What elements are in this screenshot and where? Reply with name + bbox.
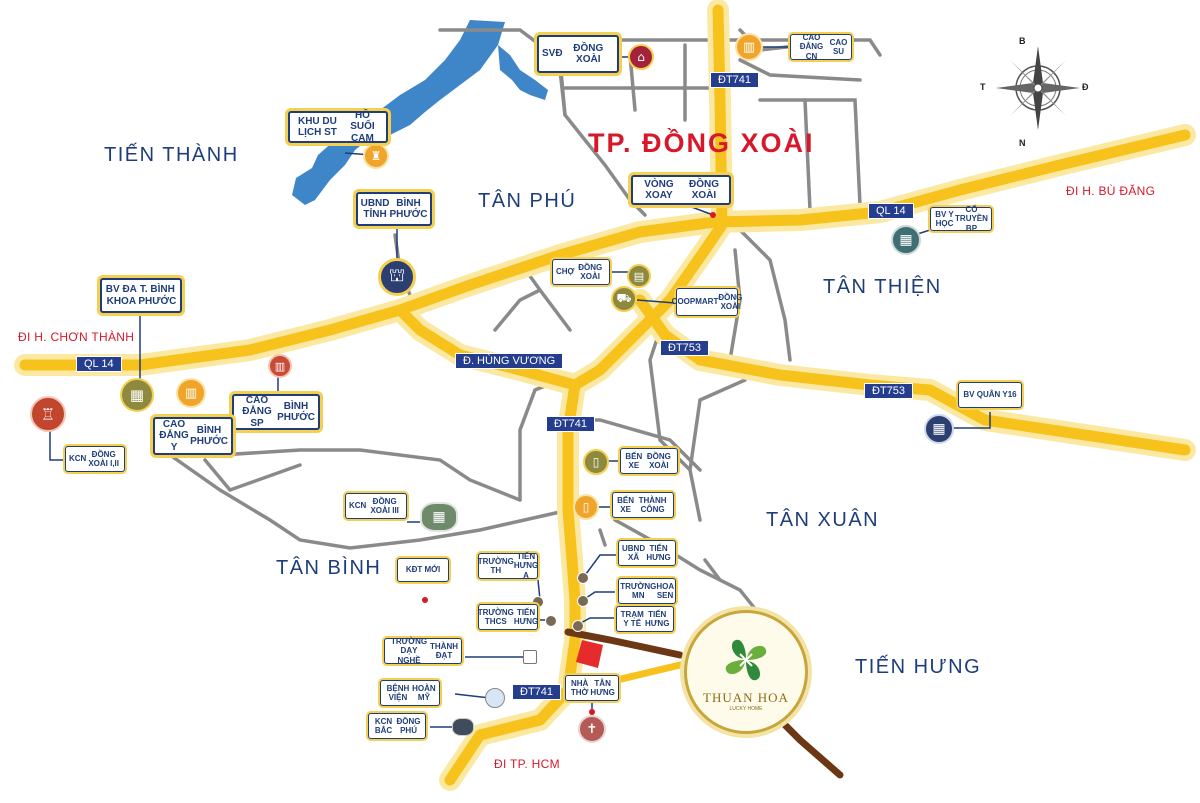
- direction-chon-thanh: ĐI H. CHƠN THÀNH: [18, 330, 135, 344]
- school-icon: ▥: [176, 378, 206, 408]
- school-icon: ▥: [268, 354, 292, 378]
- compass-east: Đ: [1082, 82, 1089, 92]
- clover-icon: [725, 639, 767, 681]
- compass-north: B: [1019, 36, 1026, 46]
- road-label-dt741-south: ĐT741: [512, 684, 562, 700]
- tourism-icon: ♜: [363, 143, 389, 169]
- hospital-icon: ▦: [924, 414, 954, 444]
- government-icon: ⛫: [378, 258, 416, 296]
- area-tan-phu: TÂN PHÚ: [478, 190, 577, 212]
- vong-xoay-dot: [710, 212, 716, 218]
- road-label-hung-vuong: Đ. HÙNG VƯƠNG: [455, 353, 564, 369]
- nha-tho-dot: [589, 709, 595, 715]
- school-marker-icon: [523, 650, 537, 664]
- school-marker-icon: [577, 595, 589, 607]
- logo-sub: LUCKY HOME: [729, 706, 763, 712]
- hospital-icon: ▦: [120, 378, 154, 412]
- compass-south: N: [1019, 138, 1026, 148]
- school-marker-icon: [545, 615, 557, 627]
- main-roads: [19, 4, 1191, 786]
- lake-water: [292, 20, 548, 205]
- shopping-cart-icon: ⛟: [611, 286, 637, 312]
- city-name: TP. ĐỒNG XOÀI: [588, 128, 815, 158]
- area-tan-thien: TÂN THIỆN: [823, 276, 942, 298]
- logo-name: THUAN HOA: [703, 690, 789, 705]
- area-tan-xuan: TÂN XUÂN: [766, 509, 880, 531]
- road-label-dt753-west: ĐT753: [660, 340, 710, 356]
- poi-kdt-moi: KĐT MỚI: [397, 558, 449, 582]
- area-tien-thanh: TIẾN THÀNH: [104, 144, 239, 166]
- project-logo: THUAN HOA LUCKY HOME: [684, 610, 808, 734]
- bus-icon: ▯: [573, 494, 599, 520]
- office-marker-icon: [577, 572, 589, 584]
- kdt-dot: [422, 597, 428, 603]
- road-label-dt741-north: ĐT741: [710, 72, 760, 88]
- compass-rose: B N T Đ: [980, 36, 1089, 148]
- road-label-ql14-east: QL 14: [868, 203, 914, 219]
- compass-west: T: [980, 82, 986, 92]
- market-icon: ▤: [627, 264, 651, 288]
- hospital-marker-icon: [485, 688, 505, 708]
- road-label-dt753-east: ĐT753: [864, 383, 914, 399]
- factory-icon: ▦: [420, 502, 458, 532]
- bus-icon: ▯: [583, 449, 609, 475]
- church-icon: ✝: [578, 715, 606, 743]
- area-tan-binh: TÂN BÌNH: [276, 557, 382, 579]
- road-label-dt741-mid: ĐT741: [546, 416, 596, 432]
- area-tien-hung: TIẾN HƯNG: [855, 656, 982, 678]
- road-label-ql14-west: QL 14: [76, 356, 122, 372]
- project-site: [576, 640, 603, 668]
- hospital-icon: ▦: [891, 225, 921, 255]
- factory-icon: ♖: [30, 396, 66, 432]
- direction-hcm: ĐI TP. HCM: [494, 757, 560, 771]
- school-icon: ▥: [735, 33, 763, 61]
- clinic-marker-icon: [572, 620, 584, 632]
- compass-icon: [996, 46, 1080, 130]
- factory-marker-icon: [452, 718, 474, 736]
- stadium-icon: ⌂: [628, 44, 654, 70]
- direction-bu-dang: ĐI H. BÙ ĐĂNG: [1066, 184, 1156, 198]
